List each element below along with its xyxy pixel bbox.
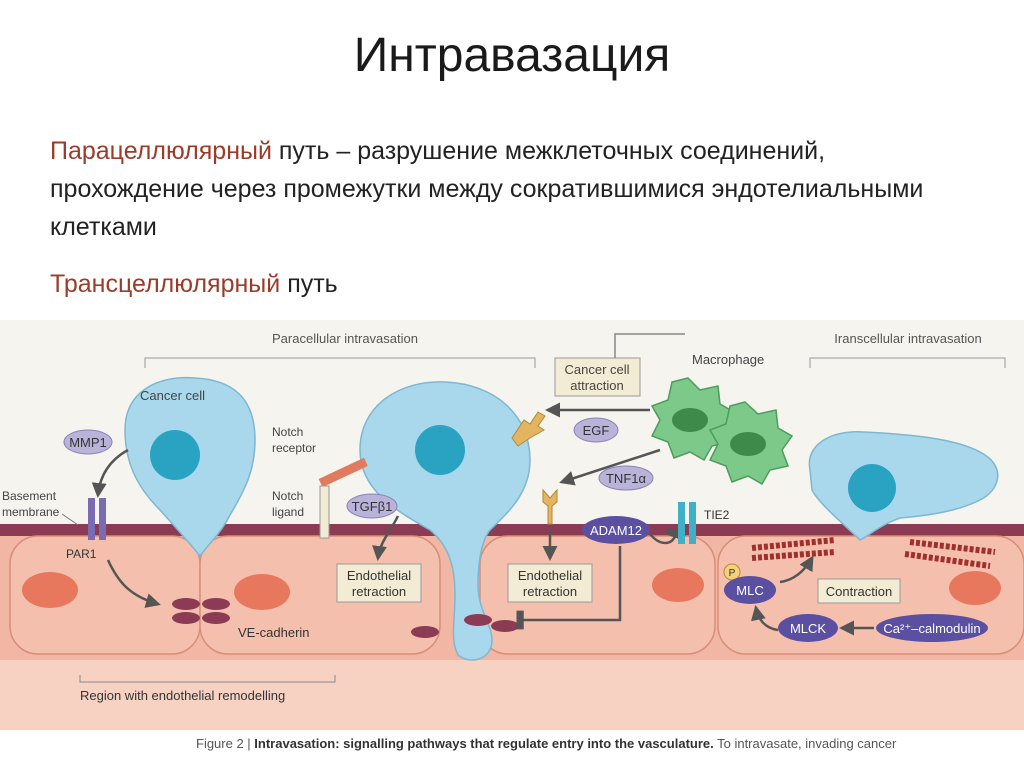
- contraction-label: Contraction: [826, 584, 892, 599]
- remodelling-bracket: [79, 675, 336, 683]
- caption-rest: To intravasate, invading cancer: [714, 736, 897, 751]
- macrophage-label: Macrophage: [692, 352, 764, 367]
- ve-cadherin-complex-1: [172, 598, 230, 624]
- mlck-label: MLCK: [790, 621, 826, 636]
- mmp1-label: MMP1: [69, 435, 107, 450]
- notch-receptor: [318, 457, 368, 488]
- remodelling-label: Region with endothelial remodelling: [80, 688, 285, 703]
- endothelial-retraction-1-line1: Endothelial: [347, 568, 411, 583]
- endothelial-nucleus-3: [652, 568, 704, 602]
- mlck-arrow: [751, 605, 779, 632]
- transcellular-term: Трансцеллюлярный: [50, 270, 281, 298]
- notch-ligand: [319, 485, 330, 539]
- mlc-ellipse: [724, 576, 776, 604]
- endothelial-nucleus-2: [234, 574, 290, 610]
- paracellular-term: Парацеллюлярный: [50, 137, 272, 165]
- ve-cadherin-complex-2: [411, 614, 519, 638]
- mlc-arrow: [779, 555, 814, 584]
- calmodulin-ellipse: [876, 614, 988, 642]
- macrophage-1: [650, 377, 736, 462]
- basement-membrane: [0, 524, 1024, 536]
- caption-prefix: Figure 2 |: [196, 736, 254, 751]
- tie2-label: TIE2: [704, 508, 730, 522]
- tgfb1-arrow: [372, 515, 400, 561]
- transcellular-description: путь: [280, 270, 338, 298]
- cancer-cell-2-nucleus: [415, 425, 465, 475]
- mlc-label: MLC: [736, 583, 763, 598]
- endothelial-retraction-2-line2: retraction: [523, 584, 577, 599]
- figure-caption: Figure 2 | Intravasation: signalling pat…: [196, 736, 897, 751]
- cancer-cell-3: [808, 431, 999, 541]
- notch-receptor-label-1: Notch: [272, 425, 303, 439]
- transcellular-label: Iranscellular intravasation: [834, 331, 981, 346]
- endothelial-retraction-1-line2: retraction: [352, 584, 406, 599]
- tie2-receptor-left: [678, 502, 685, 544]
- basement-membrane-label-2: membrane: [2, 505, 60, 519]
- phosphate-label: P: [729, 568, 736, 579]
- notch-ligand-label-1: Notch: [272, 489, 303, 503]
- caption-bold: Intravasation: signalling pathways that …: [254, 736, 713, 751]
- macrophage-2: [708, 401, 794, 486]
- paracellular-paragraph: Парацеллюлярный путь – разрушение межкле…: [50, 132, 930, 246]
- tnf-ellipse: [598, 465, 654, 491]
- adam12-ellipse: [582, 516, 650, 544]
- cancer-cell-1-nucleus: [150, 430, 200, 480]
- endothelial-nucleus-1: [22, 572, 78, 608]
- macrophage-connector: [614, 333, 685, 358]
- tie2-receptor-right: [689, 502, 696, 544]
- tnf-label: TNF1α: [606, 471, 647, 486]
- paracellular-label: Paracellular intravasation: [272, 331, 418, 346]
- cancer-cell-attraction-line1: Cancer cell: [564, 362, 629, 377]
- vessel-lumen: [0, 660, 1024, 730]
- ve-cadherin-label: VE-cadherin: [238, 625, 310, 640]
- contraction-box: [817, 578, 901, 604]
- cancer-cell-attraction-line2: attraction: [570, 378, 623, 393]
- egf-label: EGF: [583, 423, 610, 438]
- basement-membrane-label-1: Basement: [2, 489, 57, 503]
- actin-filaments: [751, 537, 996, 569]
- notch-receptor-label-2: receptor: [272, 441, 316, 455]
- slide-title: Интравазация: [353, 29, 671, 82]
- par1-receptor-left: [88, 498, 95, 540]
- tnf-receptor: [542, 488, 558, 525]
- par1-arrow: [106, 559, 161, 608]
- tgfb1-label: TGFβ1: [352, 499, 393, 514]
- tnf-arrow: [559, 448, 661, 486]
- endothelial-retraction-2-line1: Endothelial: [518, 568, 582, 583]
- par1-label: PAR1: [66, 547, 97, 561]
- cancer-cell-attraction-box: [554, 357, 641, 397]
- adam12-tie2-inhibition: [649, 527, 687, 545]
- notch-ligand-label-2: ligand: [272, 505, 304, 519]
- cancer-cell-label: Cancer cell: [140, 388, 205, 403]
- cancer-cell-2: [359, 381, 531, 661]
- egf-receptor: [511, 411, 546, 447]
- paracellular-description: путь – разрушение межклеточных соединени…: [50, 137, 924, 241]
- endothelial-nucleus-4: [949, 571, 1001, 605]
- paracellular-bracket: [144, 357, 536, 368]
- adam12-inhibition: [516, 546, 622, 630]
- transcellular-paragraph: Трансцеллюлярный путь: [50, 265, 930, 303]
- intravasation-figure: Paracellular intravasation Iranscellular…: [0, 320, 1024, 751]
- basement-membrane-pointer: [61, 513, 79, 526]
- endothelial-retraction-box-2: [507, 563, 593, 603]
- egf-ellipse: [573, 417, 619, 443]
- adam12-label: ADAM12: [590, 523, 642, 538]
- transcellular-bracket: [809, 357, 1006, 368]
- calmodulin-label: Ca²⁺–calmodulin: [883, 621, 980, 636]
- cancer-cell-3-nucleus: [848, 464, 896, 512]
- par1-receptor-right: [99, 498, 106, 540]
- mlck-ellipse: [778, 614, 838, 642]
- endothelial-retraction-box-1: [336, 563, 422, 603]
- mmp1-arrow: [91, 448, 129, 498]
- mmp1-ellipse: [63, 429, 113, 455]
- tgfb1-ellipse: [346, 493, 398, 519]
